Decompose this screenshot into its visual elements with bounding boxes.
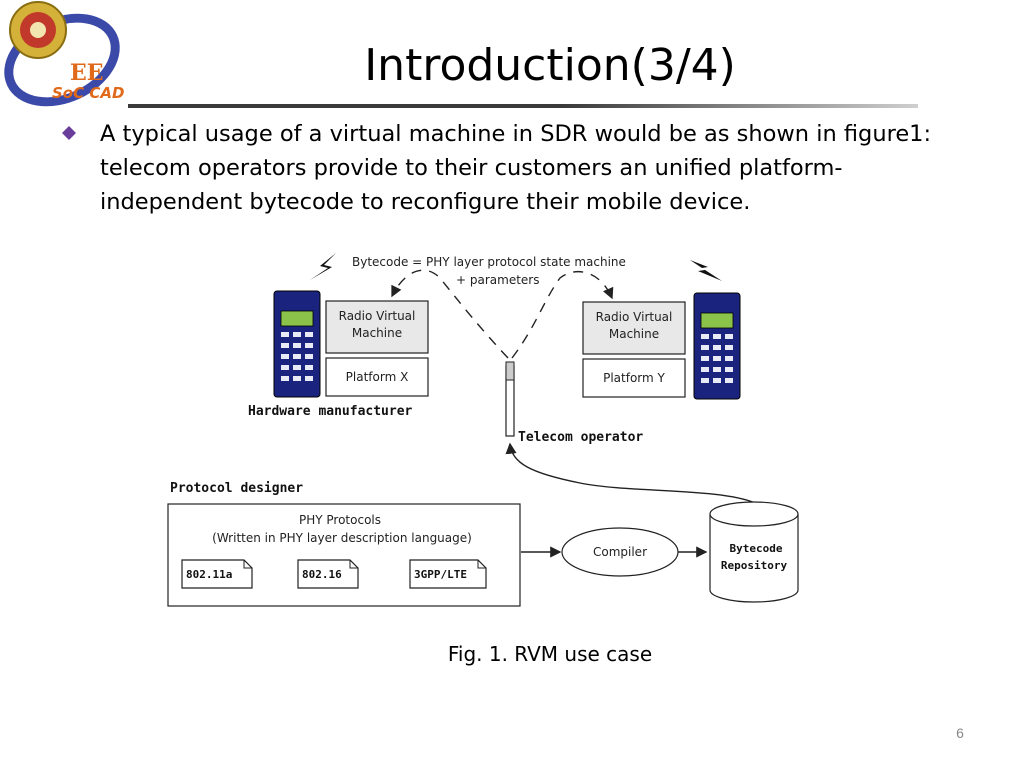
right-phone-icon [693,292,741,400]
rvm-left-line2: Machine [352,326,402,340]
bytecode-repository-icon [709,501,799,603]
logo-ee-text: EE [70,60,104,86]
rvm-right-line2: Machine [609,327,659,341]
platform-x-label: Platform X [346,370,409,384]
protocol-designer-label: Protocol designer [170,481,303,496]
left-lightning-icon [310,253,336,280]
rvm-left-line1: Radio Virtual [339,309,416,323]
rvm-right-line1: Radio Virtual [596,310,673,324]
svg-text:802.16: 802.16 [302,568,342,581]
svg-text:3GPP/LTE: 3GPP/LTE [414,568,467,581]
platform-x-box [325,357,429,397]
bullet-text: A typical usage of a virtual machine in … [100,121,932,215]
left-phone-icon [273,290,321,398]
slide-title: Introduction(3/4) [364,40,736,91]
title-divider [128,104,918,108]
soc-cad-logo: EE SoC CAD [4,1,124,107]
logo-soccad-text: SoC CAD [52,84,124,102]
repository-to-operator-arrow [505,442,756,504]
compiler-label: Compiler [593,545,647,559]
bytecode-label-line1: Bytecode = PHY layer protocol state mach… [352,255,626,269]
right-lightning-icon [690,260,722,281]
page-number: 6 [956,725,964,741]
hardware-manufacturer-label: Hardware manufacturer [248,404,413,419]
phy-protocols-line1: PHY Protocols [299,513,381,527]
phy-protocols-box [167,503,521,607]
dashed-arc-right [511,270,614,359]
rvm-use-case-figure: Bytecode = PHY layer protocol state mach… [167,253,799,607]
file-802-11a: 802.11a [181,559,253,589]
rvm-left-box [325,300,429,354]
repository-line2: Repository [721,559,788,572]
figure-caption: Fig. 1. RVM use case [447,642,653,666]
file-802-16: 802.16 [297,559,359,589]
svg-text:802.11a: 802.11a [186,568,232,581]
platform-y-box [582,358,686,398]
platform-y-label: Platform Y [603,371,665,385]
phy-protocols-line2: (Written in PHY layer description langua… [212,531,472,545]
bytecode-label-line2: + parameters [456,273,539,287]
antenna-tower-icon [505,361,515,437]
file-3gpp-lte: 3GPP/LTE [409,559,487,589]
rvm-right-box [582,301,686,355]
diamond-bullet-icon [62,126,76,140]
repository-line1: Bytecode [730,542,783,555]
telecom-operator-label: Telecom operator [518,430,643,445]
